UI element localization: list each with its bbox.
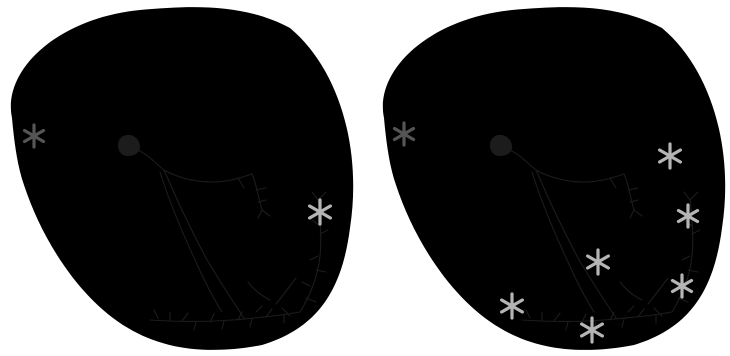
right-heart-panel [383, 7, 725, 350]
left-heart-panel [11, 7, 353, 350]
right-heart-outline [383, 7, 725, 350]
left-heart-outline [11, 7, 353, 350]
